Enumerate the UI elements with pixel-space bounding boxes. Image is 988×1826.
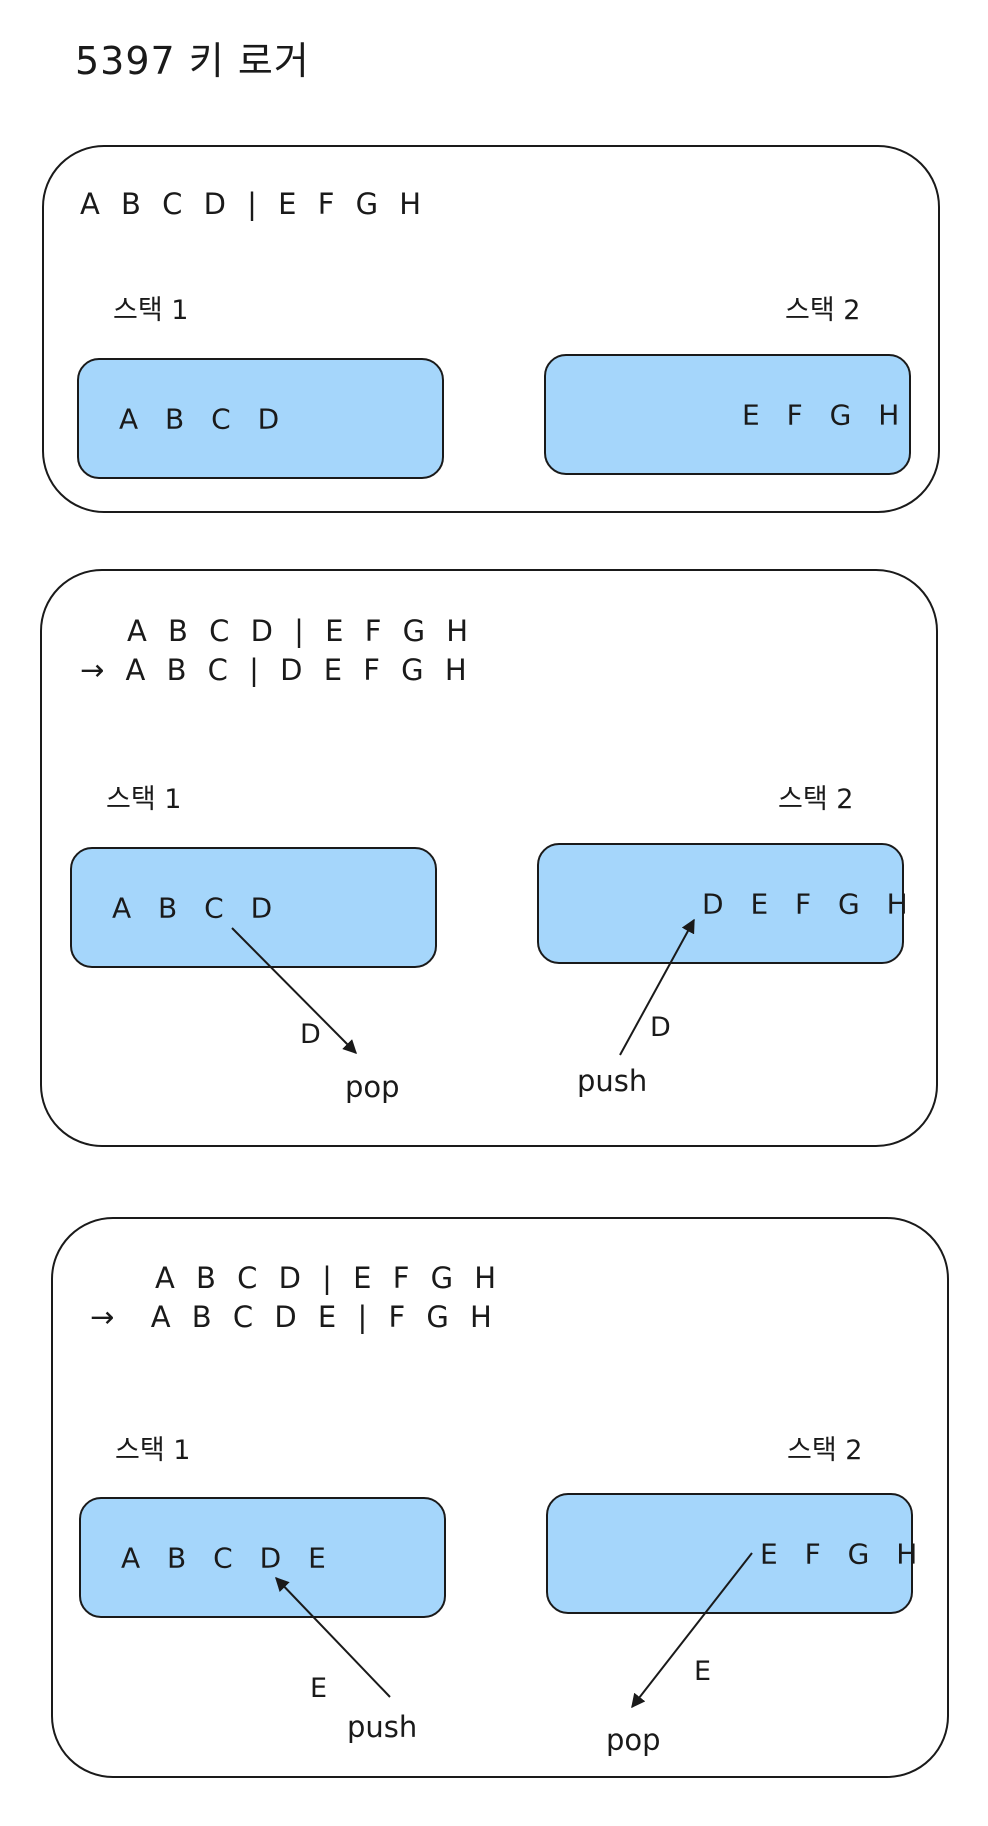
stack1-label: 스택 1	[115, 1435, 191, 1466]
pushed-item-label: E	[310, 1673, 328, 1704]
stack2-label: 스택 2	[785, 295, 861, 326]
sequence-line-before: A B C D | E F G H	[155, 1261, 503, 1295]
diagram-title: 5397 키 로거	[75, 39, 310, 83]
stack2-label: 스택 2	[787, 1435, 863, 1466]
stack1-label: 스택 1	[113, 295, 189, 326]
stack1-content: A B C D	[112, 891, 282, 924]
sequence-line: A B C D | E F G H	[80, 187, 428, 221]
stack1-box: A B C D E	[79, 1497, 446, 1618]
stack1-content: A B C D	[119, 402, 289, 435]
sequence-line-after: → A B C D E | F G H	[90, 1300, 498, 1334]
stack2-label: 스택 2	[778, 784, 854, 815]
stack2-box: E F G H	[544, 354, 911, 475]
pop-operation-label: pop	[345, 1070, 400, 1104]
pop-operation-label: pop	[606, 1723, 661, 1757]
pushed-item-label: D	[650, 1012, 671, 1043]
stack1-box: A B C D	[70, 847, 437, 968]
stack1-box: A B C D	[77, 358, 444, 479]
popped-item-label: D	[300, 1019, 321, 1050]
stack1-content: A B C D E	[121, 1541, 335, 1574]
stack2-box: D E F G H	[537, 843, 908, 964]
stack2-content: D E F G H	[702, 887, 917, 920]
stack2-content: E F G H	[760, 1537, 927, 1570]
push-operation-label: push	[577, 1064, 648, 1098]
push-operation-label: push	[347, 1710, 418, 1744]
sequence-line-before: A B C D | E F G H	[127, 614, 475, 648]
stack1-label: 스택 1	[106, 784, 182, 815]
stack2-content: E F G H	[742, 398, 909, 431]
popped-item-label: E	[694, 1656, 712, 1687]
stack2-box: E F G H	[546, 1493, 917, 1614]
sequence-line-after: → A B C | D E F G H	[80, 653, 473, 687]
